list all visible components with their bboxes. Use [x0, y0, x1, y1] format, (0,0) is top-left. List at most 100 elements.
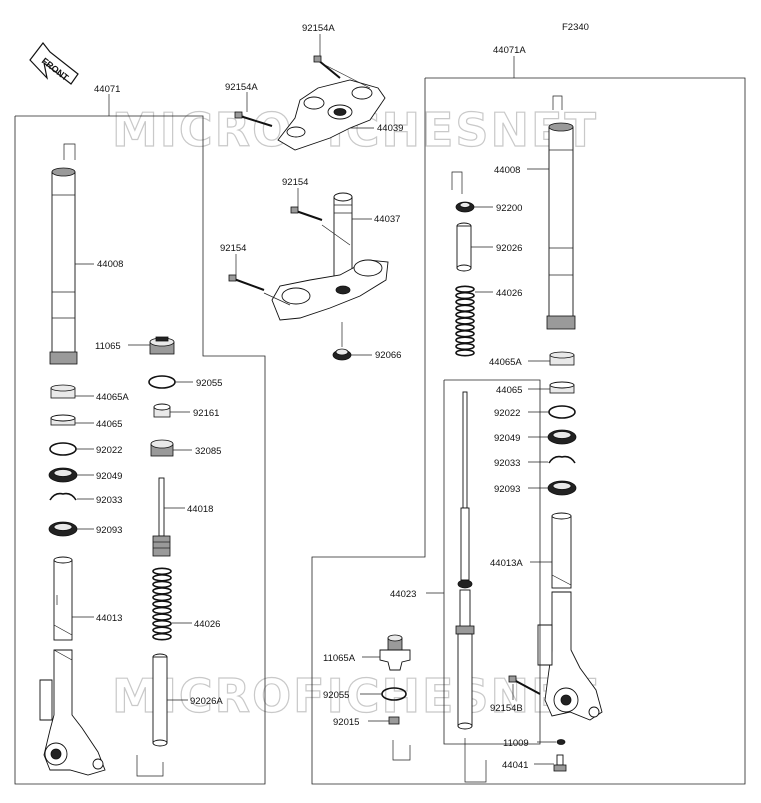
spring-coil	[455, 310, 475, 319]
label-44071: 44071	[94, 84, 120, 95]
inner-tube-44013-left	[53, 556, 73, 641]
oil-seal-92049-left	[48, 467, 78, 483]
oil-seal-92049-right	[547, 429, 577, 445]
spring-coil	[152, 600, 172, 608]
bolt-92154-left	[228, 274, 265, 291]
label-32085-left: 32085	[195, 446, 221, 457]
label-92033-right: 92033	[494, 458, 520, 469]
spring-coil	[455, 298, 475, 306]
label-44065A-right: 44065A	[489, 357, 522, 368]
outer-tube-44008-right	[546, 95, 576, 330]
cap-bolt-11065A-right	[379, 634, 411, 671]
spring-coil	[152, 606, 172, 615]
spring-44026-right	[455, 285, 475, 357]
cartridge-44023-right	[455, 391, 487, 783]
bolt-92154-top	[290, 206, 323, 221]
spring-coil	[152, 632, 172, 641]
label-92033-left: 92033	[96, 495, 122, 506]
spring-coil	[152, 587, 172, 595]
left-assembly-frame	[14, 115, 266, 785]
spring-coil	[455, 323, 475, 332]
label-92049-right: 92049	[494, 433, 520, 444]
front-arrow-icon: FRONT	[29, 42, 79, 85]
bolt-44041-right	[553, 754, 567, 772]
label-44008-left: 44008	[97, 259, 123, 270]
label-11065A-right: 11065A	[323, 653, 356, 664]
label-92154A-left: 92154A	[225, 82, 258, 93]
bolt-92154B-right	[508, 675, 541, 695]
label-92154-left: 92154	[220, 243, 246, 254]
watermark-bottom: MICROFICHESNET	[112, 669, 598, 723]
label-92022-left: 92022	[96, 445, 122, 456]
label-11065-left: 11065	[95, 341, 121, 352]
label-44026-right: 44026	[496, 288, 522, 299]
lower-bracket-44037	[271, 192, 389, 321]
label-92015-right: 92015	[333, 717, 359, 728]
spring-coil	[455, 285, 475, 293]
label-92066: 92066	[375, 350, 401, 361]
washer-92022-left	[49, 442, 77, 456]
label-92026-right: 92026	[496, 243, 522, 254]
bushing-44065A-left	[50, 384, 76, 399]
spring-coil	[152, 613, 172, 621]
o-ring-92055-left	[148, 375, 176, 389]
circlip-92033-left	[49, 492, 77, 501]
label-44037: 44037	[374, 214, 400, 225]
spring-coil	[455, 336, 475, 344]
spring-coil	[152, 580, 172, 589]
label-92049-left: 92049	[96, 471, 122, 482]
upper-bracket-44039	[277, 79, 386, 151]
label-92055-left: 92055	[196, 378, 222, 389]
label-44018-left: 44018	[187, 504, 213, 515]
bolt-92154A-top	[313, 55, 341, 79]
washer-92200-right	[451, 171, 475, 213]
label-44065-left: 44065	[96, 419, 122, 430]
spring-coil	[455, 304, 475, 312]
bushing-44065-left	[50, 414, 76, 426]
label-44071A: 44071A	[493, 45, 526, 56]
label-44065-right: 44065	[496, 385, 522, 396]
label-44026-left: 44026	[194, 619, 220, 630]
label-44041-right: 44041	[502, 760, 528, 771]
dust-seal-92093-right	[547, 480, 577, 496]
label-92161-left: 92161	[193, 408, 219, 419]
washer-11009-right	[556, 739, 566, 745]
inner-tube-44013A-right	[551, 512, 572, 589]
figure-code: F2340	[562, 22, 589, 33]
label-44039: 44039	[377, 123, 403, 134]
label-44065A-left: 44065A	[96, 392, 129, 403]
spring-coil	[455, 291, 475, 300]
label-11009-right: 11009	[503, 738, 529, 749]
spring-coil	[152, 626, 172, 634]
label-92200-right: 92200	[496, 203, 522, 214]
nut-92066	[332, 348, 352, 361]
label-92026A-left: 92026A	[190, 696, 223, 707]
bushing-44065A-right	[549, 351, 575, 366]
spring-coil	[455, 317, 475, 325]
spring-coil	[152, 567, 172, 576]
nut-32085-left	[150, 439, 174, 457]
spring-coil	[152, 574, 172, 582]
label-92093-right: 92093	[494, 484, 520, 495]
spring-coil	[152, 593, 172, 602]
label-92022-right: 92022	[494, 408, 520, 419]
spring-coil	[455, 330, 475, 338]
bolt-92154A-left	[234, 111, 273, 127]
cap-bolt-11065-left	[149, 336, 175, 355]
label-92154A-top: 92154A	[302, 23, 335, 34]
collar-92161-left	[153, 403, 171, 418]
label-44013-left: 44013	[96, 613, 122, 624]
rod-44018-left	[152, 477, 171, 557]
label-92093-left: 92093	[96, 525, 122, 536]
outer-tube-44008-left	[49, 143, 78, 365]
label-92154-top: 92154	[282, 177, 308, 188]
spring-coil	[455, 342, 475, 351]
right-assembly-frame	[311, 77, 746, 785]
axle-holder-left	[39, 649, 106, 776]
axle-holder-right	[537, 591, 603, 721]
nut-92015-right	[388, 716, 411, 761]
circlip-92033-right	[548, 455, 576, 464]
spring-coil	[152, 619, 172, 628]
